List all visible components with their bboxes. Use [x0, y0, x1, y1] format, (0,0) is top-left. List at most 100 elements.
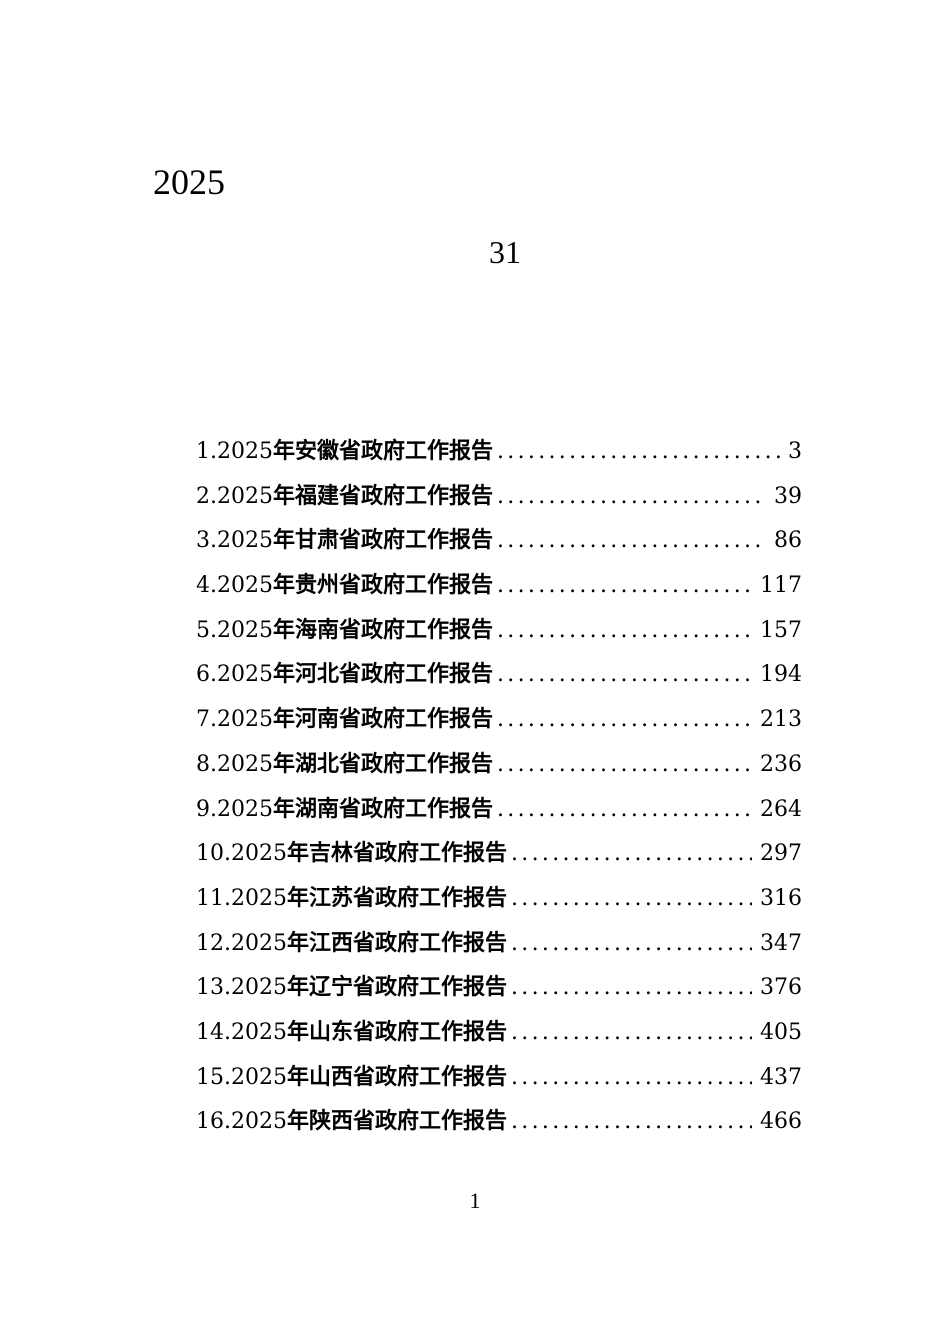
- toc-entry[interactable]: 5.2025年海南省政府工作报告 157: [196, 609, 802, 654]
- toc-entry-label: 年河北省政府工作报告: [273, 662, 494, 688]
- toc-entry[interactable]: 8.2025年湖北省政府工作报告 236: [196, 743, 802, 788]
- toc-entry-page: 236: [760, 751, 802, 777]
- toc-entry[interactable]: 14.2025年山东省政府工作报告 405: [196, 1011, 802, 1056]
- toc-entry-page: 86: [774, 528, 802, 554]
- toc-entry-number: 5.: [196, 617, 217, 643]
- toc-entry[interactable]: 16.2025年陕西省政府工作报告 466: [196, 1100, 802, 1145]
- toc-entry-page: 213: [760, 707, 802, 733]
- table-of-contents: 1.2025年安徽省政府工作报告32.2025年福建省政府工作报告393.202…: [196, 430, 802, 1145]
- toc-entry-number: 11.: [196, 885, 231, 911]
- toc-entry-number: 7.: [196, 707, 217, 733]
- toc-entry[interactable]: 12.2025年江西省政府工作报告 347: [196, 922, 802, 967]
- toc-entry-title: 4.2025年贵州省政府工作报告: [196, 564, 493, 608]
- toc-entry-label: 年湖北省政府工作报告: [273, 751, 494, 777]
- toc-entry[interactable]: 7.2025年河南省政府工作报告 213: [196, 698, 802, 743]
- toc-leader-dots: [497, 475, 766, 519]
- toc-entry-title: 15.2025年山西省政府工作报告: [196, 1056, 507, 1100]
- toc-entry-page: 376: [760, 975, 802, 1001]
- toc-entry-label: 年贵州省政府工作报告: [273, 573, 494, 599]
- toc-entry-page: 437: [760, 1064, 802, 1090]
- toc-entry[interactable]: 13.2025年辽宁省政府工作报告 376: [196, 966, 802, 1011]
- toc-entry-title: 16.2025年陕西省政府工作报告: [196, 1100, 507, 1144]
- toc-entry-number: 3.: [196, 528, 217, 554]
- toc-entry-year: 2025: [231, 975, 287, 1001]
- toc-entry-title: 3.2025年甘肃省政府工作报告: [196, 519, 493, 563]
- toc-entry-number: 14.: [196, 1019, 231, 1045]
- toc-entry-page: 347: [760, 930, 802, 956]
- toc-entry[interactable]: 2.2025年福建省政府工作报告39: [196, 475, 802, 520]
- toc-entry[interactable]: 10.2025年吉林省政府工作报告 297: [196, 832, 802, 877]
- toc-leader-dots: [497, 430, 780, 474]
- toc-entry-year: 2025: [231, 885, 287, 911]
- toc-leader-dots: [511, 877, 752, 921]
- toc-entry-year: 2025: [231, 1109, 287, 1135]
- toc-entry[interactable]: 4.2025年贵州省政府工作报告 117: [196, 564, 802, 609]
- toc-entry-number: 6.: [196, 662, 217, 688]
- toc-entry[interactable]: 6.2025年河北省政府工作报告 194: [196, 653, 802, 698]
- toc-entry-number: 15.: [196, 1064, 231, 1090]
- toc-entry-page: 117: [760, 573, 802, 599]
- toc-entry-year: 2025: [217, 796, 273, 822]
- toc-entry-year: 2025: [217, 528, 273, 554]
- toc-entry-label: 年江苏省政府工作报告: [287, 885, 508, 911]
- toc-entry-title: 2.2025年福建省政府工作报告: [196, 475, 493, 519]
- toc-entry-page: 194: [760, 662, 802, 688]
- toc-entry-label: 年海南省政府工作报告: [273, 617, 494, 643]
- toc-leader-dots: [511, 832, 752, 876]
- toc-entry-title: 9.2025年湖南省政府工作报告: [196, 788, 493, 832]
- toc-entry-label: 年安徽省政府工作报告: [273, 439, 494, 464]
- toc-leader-dots: [497, 653, 752, 697]
- toc-entry-number: 12.: [196, 930, 231, 956]
- toc-entry-year: 2025: [217, 483, 273, 509]
- toc-entry-page: 297: [760, 841, 802, 867]
- toc-entry[interactable]: 3.2025年甘肃省政府工作报告 86: [196, 519, 802, 564]
- toc-entry-title: 12.2025年江西省政府工作报告: [196, 922, 507, 966]
- toc-entry-title: 13.2025年辽宁省政府工作报告: [196, 966, 507, 1010]
- toc-entry-number: 16.: [196, 1109, 231, 1135]
- toc-entry[interactable]: 11.2025年江苏省政府工作报告 316: [196, 877, 802, 922]
- toc-leader-dots: [497, 788, 752, 832]
- toc-entry-year: 2025: [231, 930, 287, 956]
- toc-entry-number: 9.: [196, 796, 217, 822]
- toc-entry-year: 2025: [231, 1019, 287, 1045]
- toc-entry-title: 10.2025年吉林省政府工作报告: [196, 832, 507, 876]
- toc-entry-label: 年陕西省政府工作报告: [287, 1109, 508, 1135]
- toc-entry-title: 5.2025年海南省政府工作报告: [196, 609, 493, 653]
- toc-entry-label: 年江西省政府工作报告: [287, 930, 508, 956]
- heading-count: 31: [489, 234, 521, 270]
- toc-entry-title: 7.2025年河南省政府工作报告: [196, 698, 493, 742]
- toc-leader-dots: [511, 1056, 752, 1100]
- toc-entry-year: 2025: [231, 1064, 287, 1090]
- toc-entry[interactable]: 1.2025年安徽省政府工作报告 3: [196, 430, 802, 475]
- toc-entry-year: 2025: [231, 841, 287, 867]
- toc-entry-title: 1.2025年安徽省政府工作报告: [196, 430, 493, 474]
- toc-entry-title: 6.2025年河北省政府工作报告: [196, 653, 493, 697]
- toc-leader-dots: [511, 966, 752, 1010]
- toc-entry-page: 316: [760, 885, 802, 911]
- toc-entry-page: 3: [788, 439, 802, 464]
- toc-entry-label: 年辽宁省政府工作报告: [287, 975, 508, 1001]
- toc-entry-page: 466: [760, 1109, 802, 1135]
- toc-leader-dots: [511, 1100, 752, 1144]
- toc-entry-year: 2025: [217, 439, 273, 464]
- toc-entry[interactable]: 15.2025年山西省政府工作报告 437: [196, 1056, 802, 1101]
- toc-leader-dots: [497, 609, 752, 653]
- toc-entry-page: 405: [760, 1019, 802, 1045]
- toc-leader-dots: [511, 1011, 752, 1055]
- toc-entry[interactable]: 9.2025年湖南省政府工作报告 264: [196, 788, 802, 833]
- toc-leader-dots: [511, 922, 752, 966]
- toc-entry-page: 264: [760, 796, 802, 822]
- toc-entry-label: 年湖南省政府工作报告: [273, 796, 494, 822]
- page-number: 1: [469, 1188, 481, 1213]
- toc-entry-label: 年山东省政府工作报告: [287, 1019, 508, 1045]
- toc-entry-label: 年山西省政府工作报告: [287, 1064, 508, 1090]
- toc-entry-year: 2025: [217, 617, 273, 643]
- toc-entry-year: 2025: [217, 707, 273, 733]
- toc-entry-page: 157: [760, 617, 802, 643]
- toc-entry-title: 8.2025年湖北省政府工作报告: [196, 743, 493, 787]
- toc-leader-dots: [497, 743, 752, 787]
- toc-entry-title: 14.2025年山东省政府工作报告: [196, 1011, 507, 1055]
- toc-entry-number: 1.: [196, 439, 217, 464]
- toc-entry-number: 2.: [196, 483, 217, 509]
